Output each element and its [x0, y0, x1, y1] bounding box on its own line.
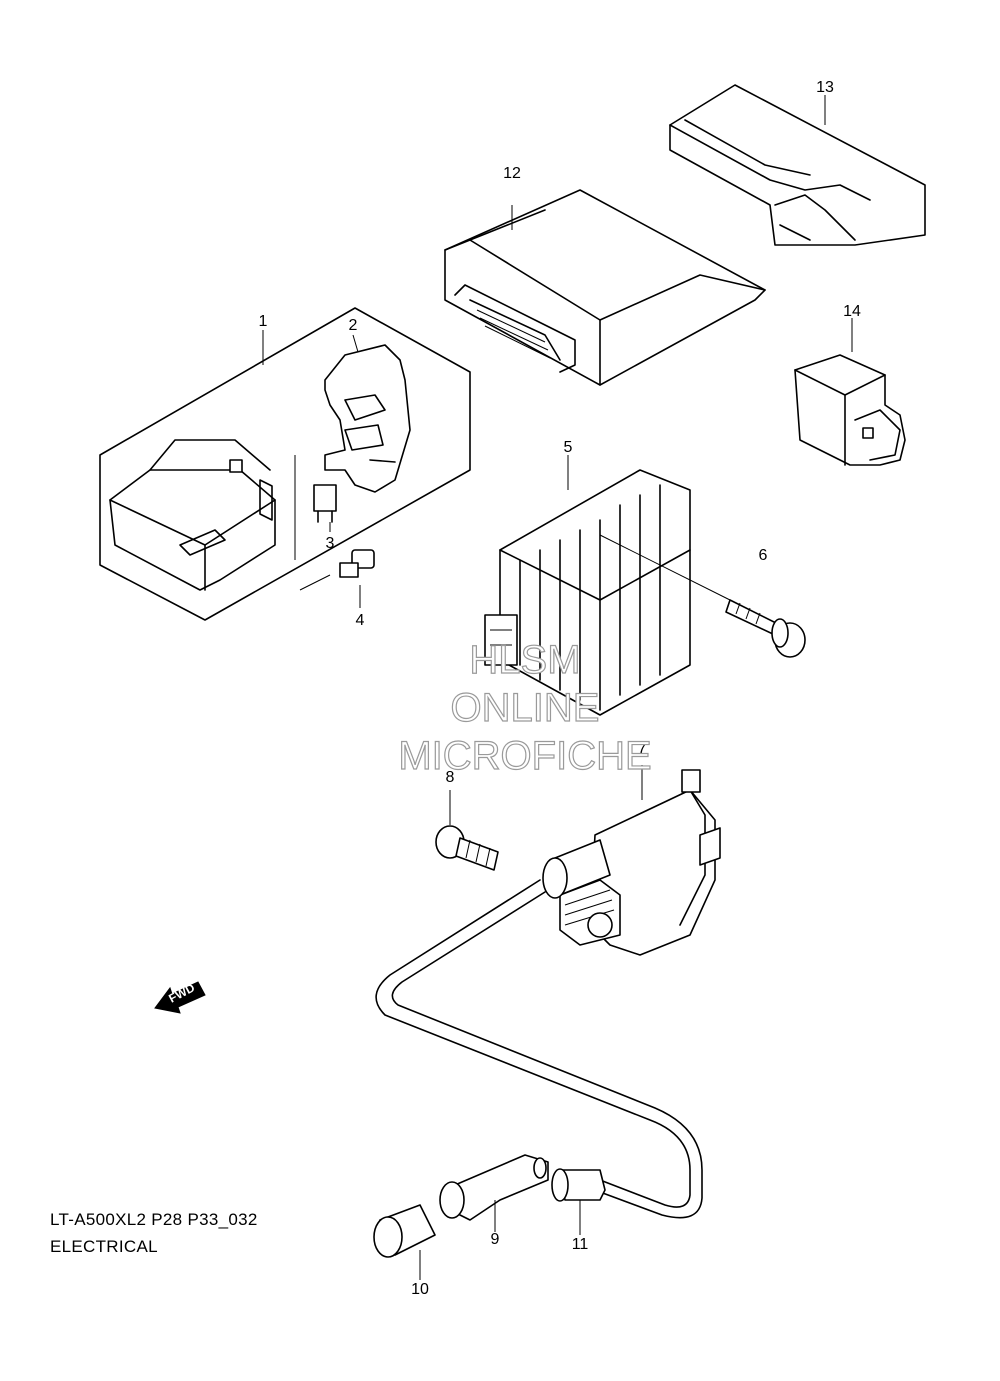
watermark-line-1: HLSM [469, 638, 581, 682]
callout-6: 6 [758, 547, 768, 564]
model-code-caption: LT-A500XL2 P28 P33_032 [50, 1210, 258, 1229]
part-14-connector [794, 318, 906, 466]
fwd-arrow-icon [154, 981, 206, 1014]
callout-13: 13 [816, 79, 834, 96]
part-5-regulator [484, 455, 731, 716]
callout-3: 3 [325, 535, 335, 552]
callout-12: 12 [503, 165, 521, 182]
callout-10: 10 [411, 1281, 429, 1298]
part-8-bolt [435, 790, 499, 871]
part-4-bolt [339, 549, 375, 608]
part-11-seal [551, 1168, 606, 1235]
part-7-ignition-coil [542, 765, 721, 956]
callout-14: 14 [843, 303, 861, 320]
callout-8: 8 [445, 769, 455, 786]
section-caption: ELECTRICAL [50, 1237, 158, 1256]
watermark-line-2: ONLINE [450, 686, 600, 730]
part-1-relay-group [99, 307, 471, 621]
callout-9: 9 [490, 1231, 500, 1248]
high-tension-lead [375, 879, 703, 1219]
watermark-line-3: MICROFICHE [398, 734, 653, 778]
callout-7: 7 [637, 741, 647, 758]
part-10-boot [373, 1204, 436, 1280]
part-2-relay-cover [324, 334, 411, 493]
callout-5: 5 [563, 439, 573, 456]
part-3-fuse [313, 484, 337, 532]
callout-2: 2 [348, 317, 358, 334]
part-6-bolt [725, 599, 806, 658]
callout-11: 11 [571, 1236, 589, 1253]
part-13-ecm-cover [669, 84, 926, 246]
callout-1: 1 [258, 313, 268, 330]
part-9-plug-cap [439, 1154, 549, 1232]
callout-4: 4 [355, 612, 365, 629]
part-12-ecm [444, 189, 766, 386]
